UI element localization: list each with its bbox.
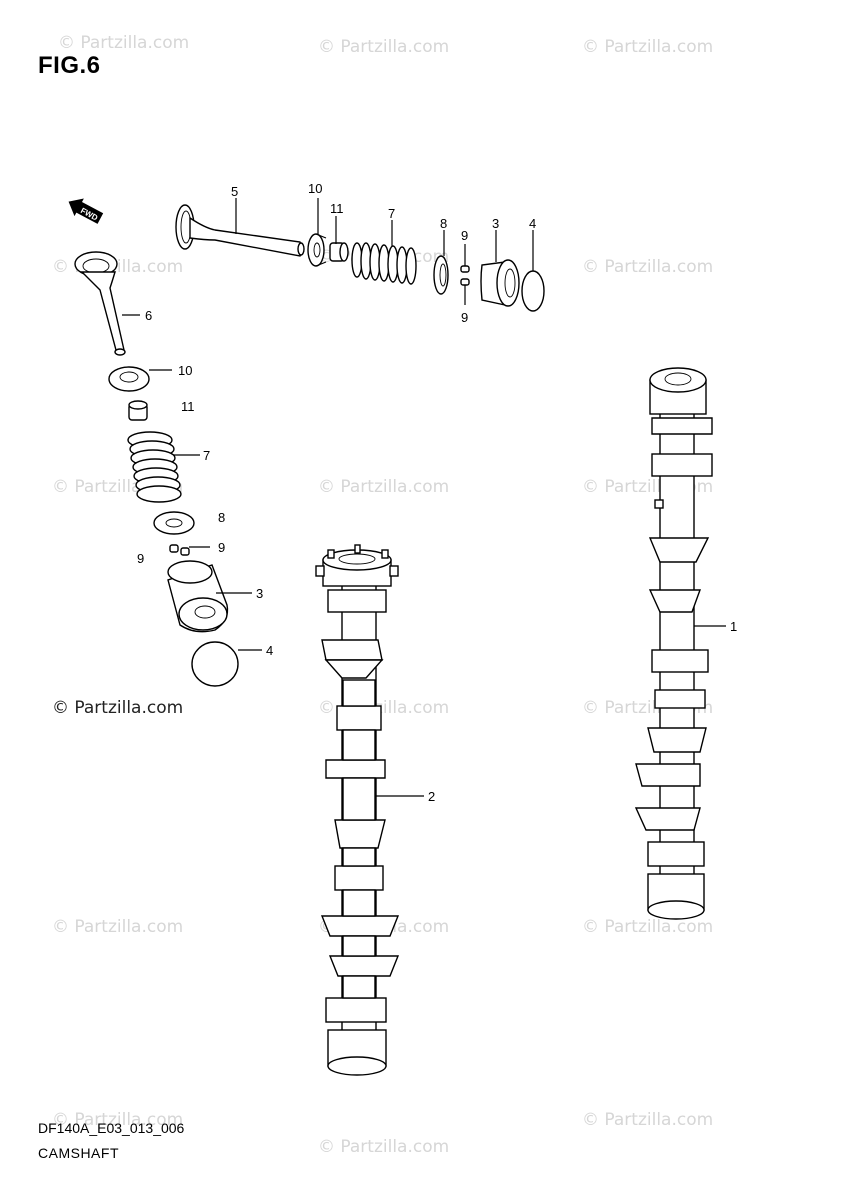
callout-4-left: 4 [266, 643, 273, 658]
tappet-part-3-left [167, 560, 229, 633]
exhaust-valve-assembly [175, 204, 545, 312]
callout-9-left-b: 9 [137, 551, 144, 566]
seat-part-8-left [153, 511, 195, 535]
callout-7-left: 7 [203, 448, 210, 463]
camshaft-part-1 [634, 367, 713, 920]
watermark: © Partzilla.com [52, 1110, 183, 1130]
spring-part-7-top [351, 242, 417, 285]
spring-part-7-left [127, 431, 182, 503]
retainer-part-10-left [108, 366, 150, 392]
watermark: © Partzilla.com [52, 698, 183, 718]
leader-lines [122, 198, 726, 797]
callout-9-top-a: 9 [461, 228, 468, 243]
callout-labels: 5 10 11 7 8 9 9 3 4 6 10 11 7 8 9 9 3 4 … [137, 181, 737, 804]
retainer-part-10-top [307, 233, 327, 267]
callout-5: 5 [231, 184, 238, 199]
seal-part-11-left [128, 400, 148, 421]
callout-8-left: 8 [218, 510, 225, 525]
callout-10-top: 10 [308, 181, 322, 196]
shim-part-4-left [191, 641, 239, 687]
watermark: © Partzilla.com [582, 37, 713, 57]
watermark: © Partzilla.com [58, 33, 189, 53]
watermark: © Partzilla.com [318, 37, 449, 57]
callout-11-left: 11 [181, 399, 195, 414]
callout-3-left: 3 [256, 586, 263, 601]
figure-title: FIG.6 [38, 52, 101, 79]
seat-part-8-top [433, 255, 449, 295]
watermark: © Partzilla.com [52, 917, 183, 937]
figure-name: CAMSHAFT [38, 1145, 119, 1161]
callout-9-top-b: 9 [461, 310, 468, 325]
callout-1: 1 [730, 619, 737, 634]
tappet-part-3-top [480, 259, 520, 307]
callout-7-top: 7 [388, 206, 395, 221]
valve-part-6 [74, 251, 126, 356]
camshaft-part-2 [315, 544, 400, 1076]
cotter-part-9-top [460, 265, 470, 286]
callout-3-top: 3 [492, 216, 499, 231]
shim-part-4-top [521, 270, 545, 312]
intake-valve-assembly [74, 251, 239, 687]
watermark: © Partzilla.com [582, 257, 713, 277]
callout-2: 2 [428, 789, 435, 804]
figure-code: DF140A_E03_013_006 [38, 1120, 185, 1136]
fwd-arrow-icon: FWD [68, 198, 104, 224]
cotter-part-9-left [169, 544, 190, 556]
callout-8-top: 8 [440, 216, 447, 231]
callout-4-top: 4 [529, 216, 536, 231]
callout-6: 6 [145, 308, 152, 323]
watermark: © Partzilla.com [582, 1110, 713, 1130]
watermark: © Partzilla.com [582, 917, 713, 937]
callout-11-top: 11 [330, 201, 344, 216]
watermark: © Partzilla.com [318, 1137, 449, 1157]
watermark: © Partzilla.com [318, 477, 449, 497]
callout-10-left: 10 [178, 363, 192, 378]
valve-part-5 [175, 204, 305, 257]
callout-9-left-a: 9 [218, 540, 225, 555]
watermark: © Partzilla.com [52, 257, 183, 277]
seal-part-11-top [329, 242, 349, 262]
